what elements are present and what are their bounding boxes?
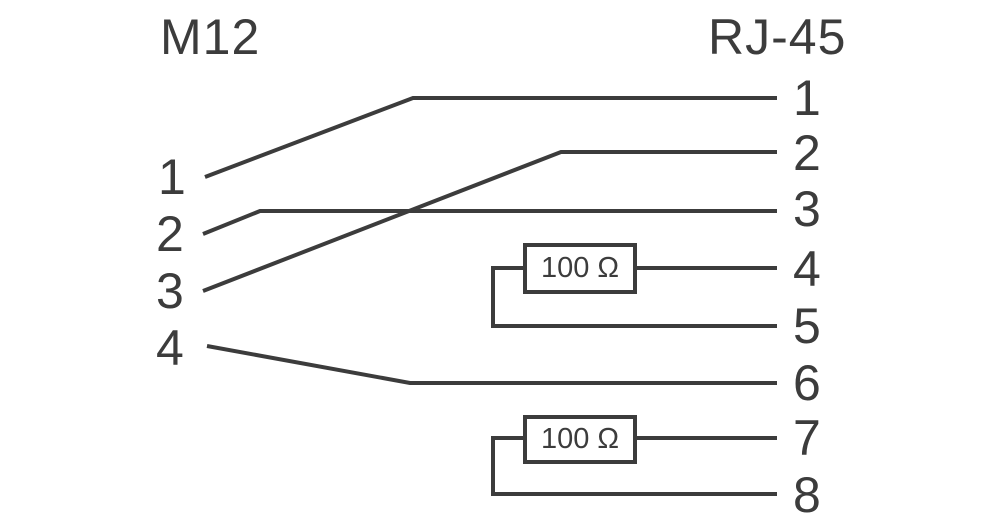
rj45-pin-3-label: 3 bbox=[793, 181, 821, 237]
rj45-pin-8-label: 8 bbox=[793, 467, 821, 521]
resistor2-value-label: 100 Ω bbox=[540, 423, 620, 455]
resistor1-value-label: 100 Ω bbox=[540, 252, 620, 284]
wire-m12-4-to-rj45-6 bbox=[206, 344, 777, 385]
rj45-pin-5-label: 5 bbox=[793, 298, 821, 354]
rj45-pin-4-label: 4 bbox=[793, 241, 821, 297]
m12-pin-2-label: 2 bbox=[156, 206, 184, 262]
resistor1-box bbox=[523, 243, 637, 294]
right-connector-title: RJ-45 bbox=[708, 9, 847, 65]
wire-resistor2-loop bbox=[491, 436, 777, 496]
m12-pin-1-label: 1 bbox=[158, 149, 186, 205]
rj45-pin-7-label: 7 bbox=[793, 410, 821, 466]
rj45-pin-1-label: 1 bbox=[793, 70, 821, 126]
left-connector-title: M12 bbox=[160, 9, 261, 65]
rj45-pin-2-label: 2 bbox=[793, 125, 821, 181]
rj45-pin-6-label: 6 bbox=[793, 355, 821, 411]
m12-pin-4-label: 4 bbox=[156, 320, 184, 376]
wire-m12-3-to-rj45-2 bbox=[202, 150, 777, 293]
resistor2-box bbox=[523, 415, 637, 464]
wire-resistor1-loop bbox=[491, 266, 777, 328]
wire-m12-2-to-rj45-3 bbox=[202, 209, 777, 236]
m12-pin-3-label: 3 bbox=[156, 263, 184, 319]
wire-m12-1-to-rj45-1 bbox=[204, 96, 777, 179]
